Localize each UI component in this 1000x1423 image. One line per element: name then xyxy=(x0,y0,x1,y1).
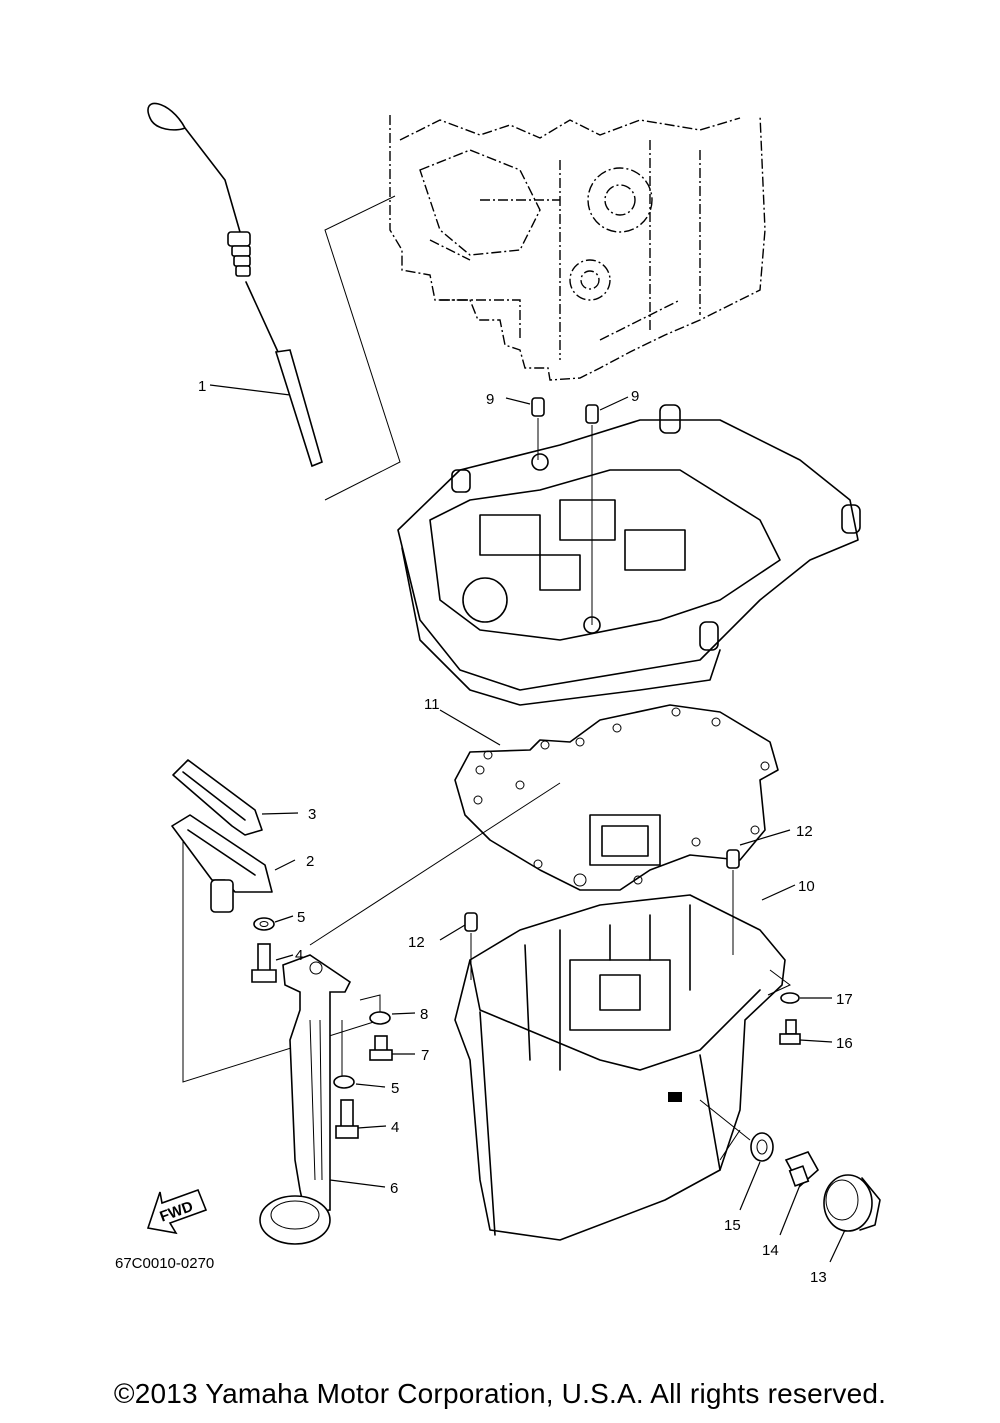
right-bracket xyxy=(767,969,791,996)
callout-4-upper: 4 xyxy=(295,947,303,964)
drain-bolt-14 xyxy=(784,1151,820,1188)
dipstick-bracket xyxy=(324,195,401,501)
callout-12-right: 12 xyxy=(796,823,813,840)
callout-15: 15 xyxy=(724,1217,741,1234)
callout-1: 1 xyxy=(198,378,206,395)
callout-2: 2 xyxy=(306,853,314,870)
callout-16: 16 xyxy=(836,1035,853,1052)
callout-9-right: 9 xyxy=(631,388,639,405)
callout-17: 17 xyxy=(836,991,853,1008)
callout-numbers: 1 9 9 11 3 2 5 4 8 7 5 4 6 12 10 12 17 1… xyxy=(198,378,853,1286)
oil-strainer-pipe xyxy=(259,954,352,1245)
callout-5-lower: 5 xyxy=(391,1080,399,1097)
dowel-guide-lines xyxy=(537,418,593,625)
bolt-4-upper xyxy=(251,943,277,983)
exhaust-guide-plate xyxy=(397,404,861,706)
gasket-guide-line xyxy=(309,782,561,946)
callout-8: 8 xyxy=(420,1006,428,1023)
drain-guide xyxy=(699,1099,751,1141)
callout-6: 6 xyxy=(390,1180,398,1197)
callout-7: 7 xyxy=(421,1047,429,1064)
callout-11: 11 xyxy=(424,696,440,713)
strainer-bracket xyxy=(182,840,381,1083)
pin-guide-lines xyxy=(470,870,734,980)
engine-block xyxy=(389,114,766,381)
dowel-pin-12-right xyxy=(726,849,740,869)
washer-8 xyxy=(369,1011,391,1025)
oil-pan xyxy=(454,894,786,1241)
washer-17 xyxy=(780,992,800,1004)
strainer-cover xyxy=(171,814,273,913)
callout-14: 14 xyxy=(762,1242,779,1259)
callout-12-left: 12 xyxy=(408,934,425,951)
dowel-pin-12-left xyxy=(464,912,478,932)
leader-lines xyxy=(209,384,846,1263)
callout-13: 13 xyxy=(810,1269,827,1286)
copyright-notice: ©2013 Yamaha Motor Corporation, U.S.A. A… xyxy=(113,1378,887,1409)
diagram-code: 67C0010-0270 xyxy=(115,1255,214,1272)
callout-3: 3 xyxy=(308,806,316,823)
washer-5-upper xyxy=(253,917,275,931)
callout-9-left: 9 xyxy=(486,391,494,408)
cap-13 xyxy=(823,1174,881,1232)
gasket-15 xyxy=(750,1132,774,1162)
dowel-pin-right xyxy=(585,404,599,424)
bolt-4-lower xyxy=(335,1099,359,1139)
fwd-arrow: FWD xyxy=(146,1188,208,1235)
washer-5-lower xyxy=(333,1075,355,1089)
dipstick xyxy=(147,102,323,468)
callout-10: 10 xyxy=(798,878,815,895)
callout-4-lower: 4 xyxy=(391,1119,399,1136)
bolt-7 xyxy=(369,1035,393,1061)
callout-5-upper: 5 xyxy=(297,909,305,926)
strainer-gasket xyxy=(172,759,263,836)
bolt-16 xyxy=(779,1019,801,1045)
oil-pan-gasket xyxy=(454,704,779,891)
dowel-pin-left xyxy=(531,397,545,417)
